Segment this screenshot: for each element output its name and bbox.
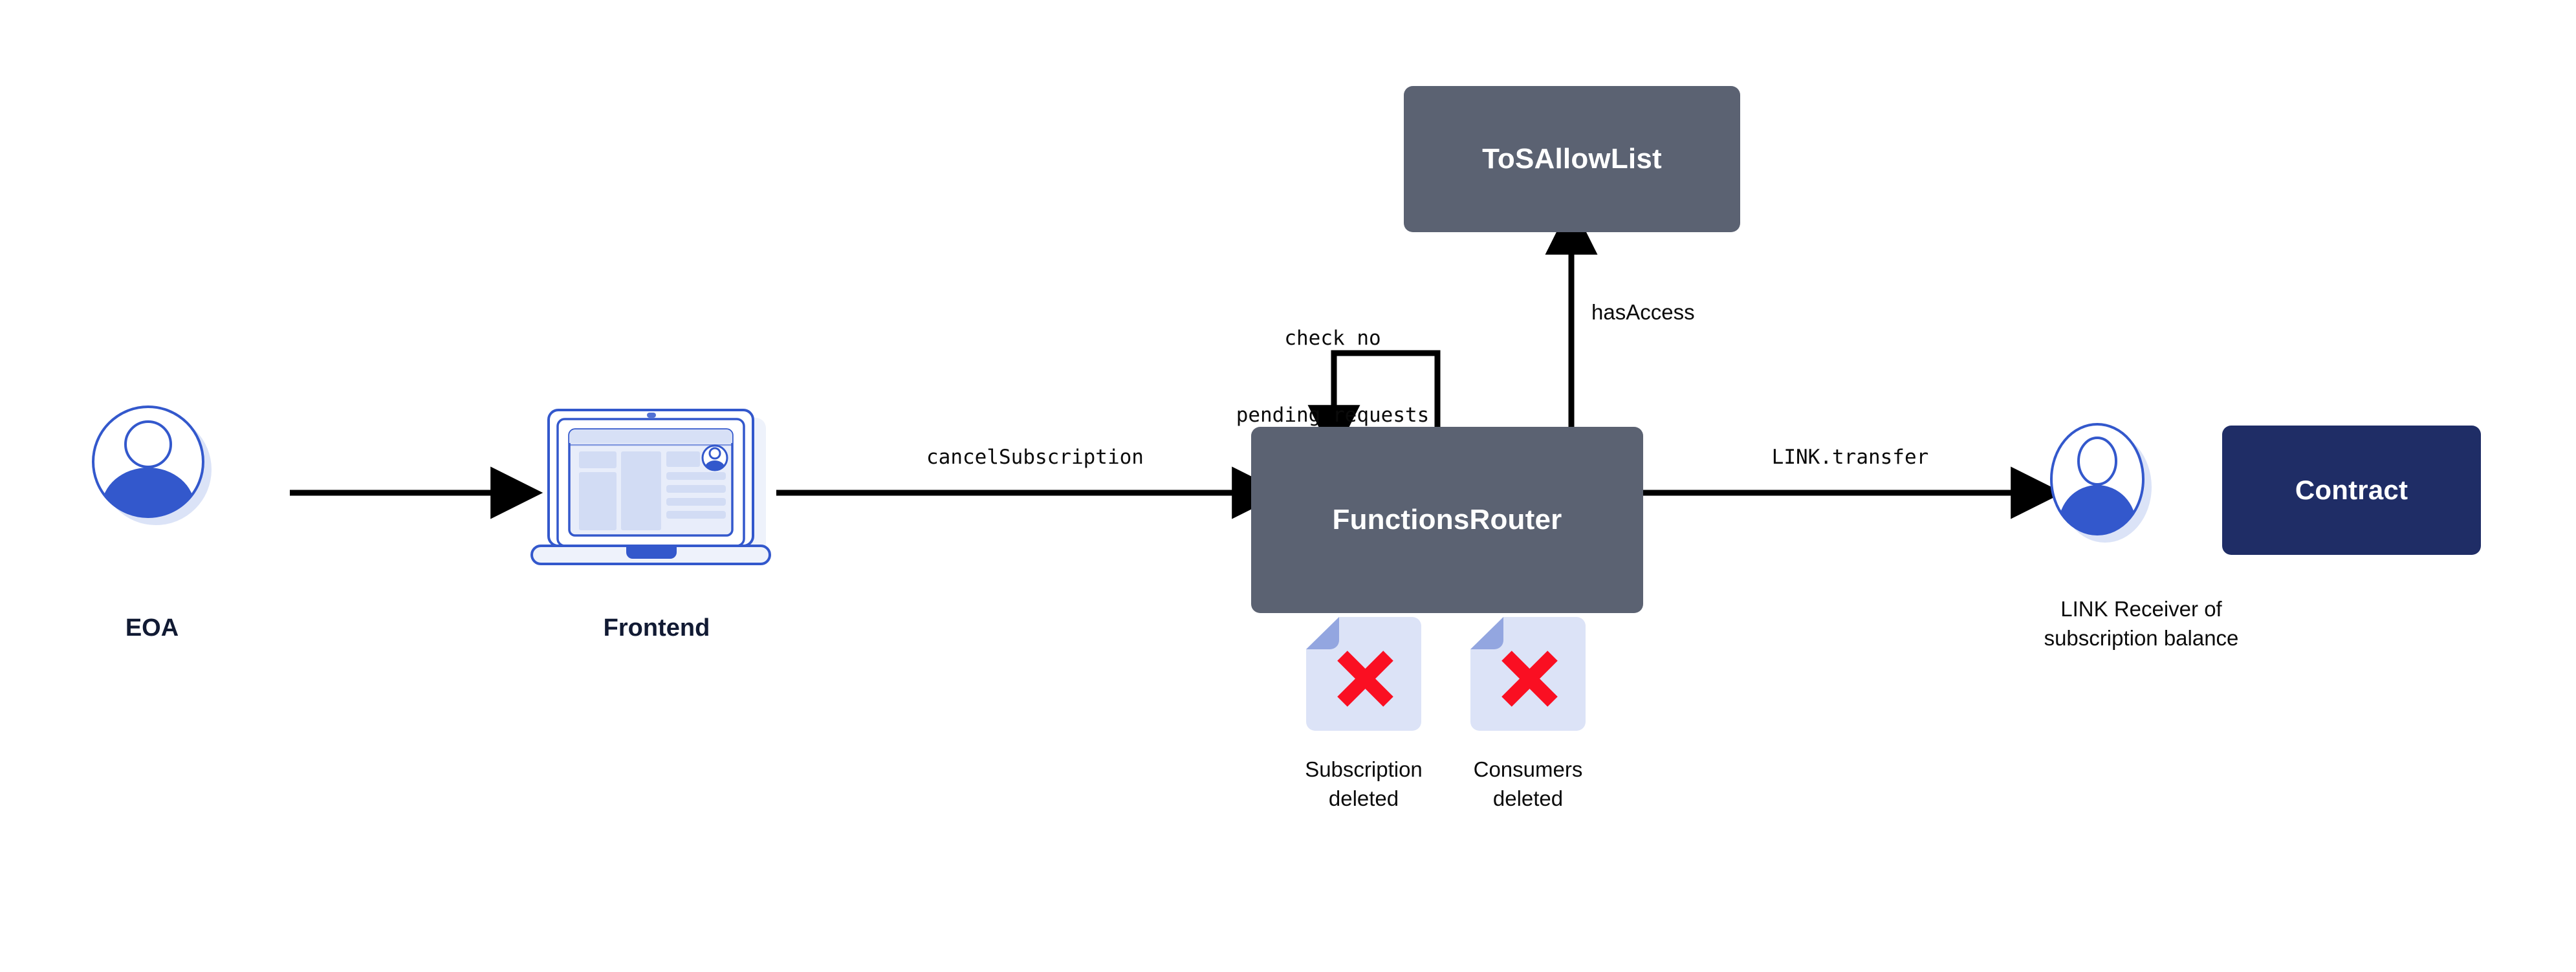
- eoa-label: EOA: [125, 614, 179, 642]
- node-functions-router[interactable]: FunctionsRouter: [1251, 427, 1643, 613]
- node-functions-router-label: FunctionsRouter: [1332, 504, 1562, 535]
- frontend-label: Frontend: [603, 614, 710, 642]
- edge-label-check-no-pending-requests: check no pending requests: [1203, 275, 1462, 480]
- subscription-deleted-caption: Subscription deleted: [1267, 755, 1461, 814]
- caption-line1: Consumers: [1473, 757, 1583, 781]
- edge-label-has-access: hasAccess: [1591, 300, 1695, 324]
- link-receiver-caption: LINK Receiver of subscription balance: [1999, 595, 2284, 653]
- caption-line1: Subscription: [1305, 757, 1423, 781]
- consumers-deleted-caption: Consumers deleted: [1431, 755, 1625, 814]
- caption-line2: deleted: [1492, 786, 1564, 810]
- frontend-laptop-icon: [518, 401, 796, 582]
- node-tos-allowlist-label: ToSAllowList: [1482, 143, 1662, 175]
- node-tos-allowlist[interactable]: ToSAllowList: [1404, 86, 1740, 232]
- subscription-deleted-document-icon: [1302, 616, 1425, 739]
- edge-label-line2: pending requests: [1236, 404, 1430, 427]
- link-receiver-avatar: [2046, 420, 2156, 543]
- node-contract[interactable]: Contract: [2222, 426, 2481, 555]
- caption-line2: subscription balance: [2044, 625, 2239, 650]
- edge-label-line1: check no: [1284, 327, 1381, 351]
- caption-line2: deleted: [1328, 786, 1399, 810]
- edge-label-link-transfer: LINK.transfer: [1771, 446, 1929, 469]
- node-contract-label: Contract: [2295, 475, 2408, 505]
- edge-label-cancel-subscription: cancelSubscription: [926, 446, 1144, 469]
- eoa-avatar: [91, 404, 213, 527]
- consumers-deleted-document-icon: [1467, 616, 1589, 739]
- caption-line1: LINK Receiver of: [2060, 597, 2222, 621]
